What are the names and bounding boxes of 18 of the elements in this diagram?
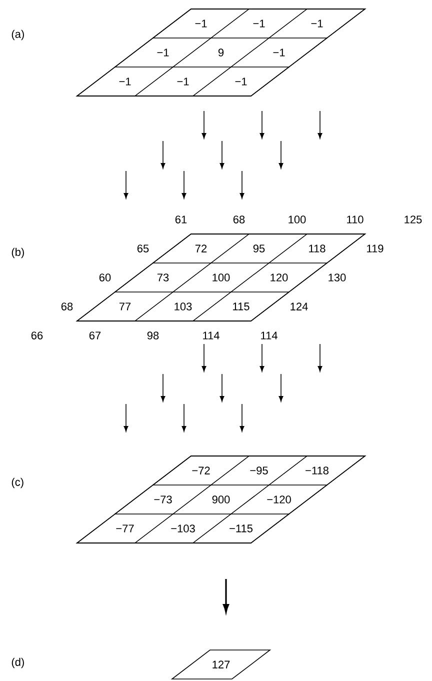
panel-label: (a) — [12, 30, 24, 40]
pixel-value: 110 — [347, 216, 364, 224]
pixel-value: 124 — [290, 302, 308, 310]
pixel-value: 114 — [261, 332, 278, 340]
pixel-value: 65 — [137, 244, 149, 252]
pixel-value: 67 — [89, 332, 101, 340]
pixel-value: 60 — [99, 274, 111, 282]
panel-label: (b) — [12, 248, 24, 258]
pixel-value: 125 — [404, 216, 422, 224]
panel-label: (c) — [12, 478, 24, 488]
panel-label: (d) — [12, 658, 24, 668]
pixel-value: 98 — [147, 332, 159, 340]
pixel-value: 100 — [288, 216, 306, 224]
pixel-value: 130 — [328, 274, 346, 282]
pixel-value: 66 — [31, 332, 43, 340]
pixel-value: 61 — [175, 216, 187, 224]
pixel-value: 68 — [233, 216, 245, 224]
pixel-value: 114 — [203, 332, 220, 340]
